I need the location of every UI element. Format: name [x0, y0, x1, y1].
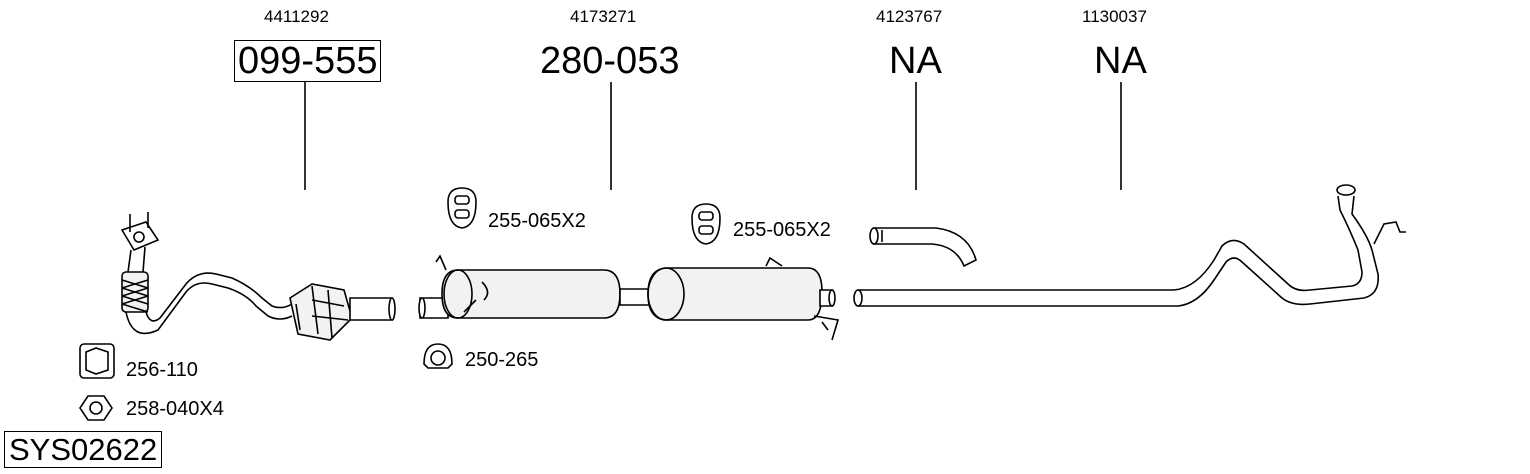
middle-silencer-section [418, 254, 840, 341]
accessory-label: 256-110 [126, 359, 198, 381]
oe-ref-label: 4123767 [876, 7, 943, 26]
exhaust-clamp [423, 343, 453, 369]
part-number: NA [1094, 40, 1147, 82]
short-bent-pipe [869, 227, 977, 268]
rubber-hanger-1 [447, 187, 477, 229]
gasket-icon [79, 343, 115, 379]
part-number-highlighted: 099-555 [234, 40, 382, 82]
accessory-label: 255-065X2 [488, 210, 586, 232]
accessory-label: 258-040X4 [126, 398, 224, 420]
rubber-hanger-2 [691, 203, 721, 245]
part-number: 280-053 [540, 40, 680, 82]
accessory-label: 255-065X2 [733, 219, 831, 241]
part-number: NA [889, 40, 942, 82]
accessory-label: 250-265 [465, 349, 539, 371]
front-pipe-catalytic-converter [120, 212, 396, 341]
system-code: SYS02622 [4, 431, 163, 468]
oe-ref-label: 4411292 [264, 7, 329, 26]
nut-icon [79, 395, 113, 421]
oe-ref-label: 4173271 [570, 7, 637, 26]
oe-ref-label: 1130037 [1082, 7, 1147, 26]
tail-pipe [853, 184, 1406, 307]
